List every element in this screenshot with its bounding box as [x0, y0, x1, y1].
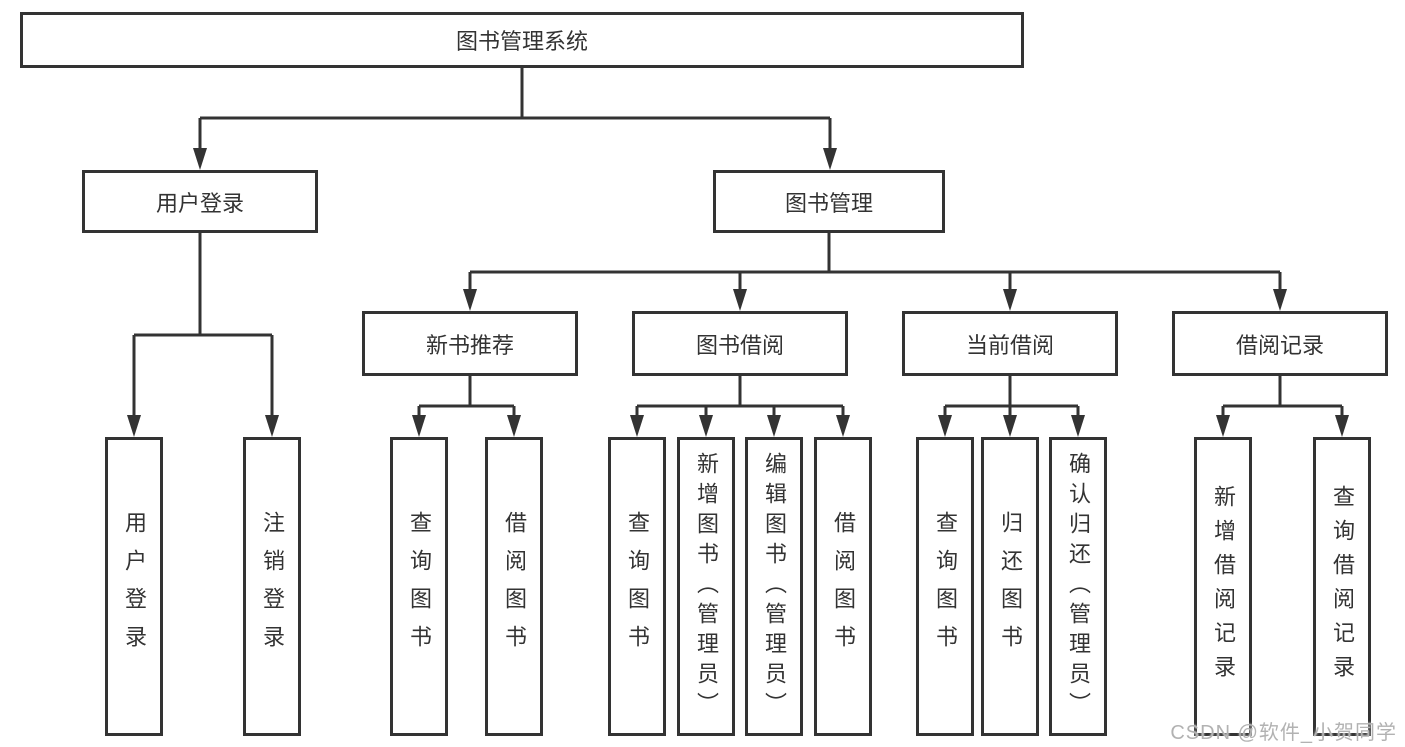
- leaf-br-add-record-label: 新增借阅记录: [1211, 484, 1236, 689]
- leaf-bb-edit-book-admin-label: 编辑图书（管理员）: [762, 451, 787, 722]
- leaf-bb-query-book-label: 查询图书: [625, 510, 650, 663]
- leaf-cb-query-book-label: 查询图书: [933, 510, 958, 663]
- connector-user-login: [132, 233, 274, 417]
- arrowhead: [1003, 289, 1017, 311]
- leaf-cb-return-book-label: 归还图书: [998, 510, 1023, 663]
- leaf-bb-borrow-book: 借阅图书: [814, 437, 872, 736]
- leaf-bb-query-book: 查询图书: [608, 437, 666, 736]
- node-root-label: 图书管理系统: [455, 29, 588, 54]
- leaf-cb-confirm-return-admin-label: 确认归还（管理员）: [1066, 451, 1091, 722]
- node-borrow-record-label: 借阅记录: [1235, 332, 1324, 358]
- arrowhead: [1071, 415, 1085, 437]
- leaf-nb-query-book: 查询图书: [390, 437, 448, 736]
- leaf-cb-query-book: 查询图书: [916, 437, 974, 736]
- connector-borrow-record: [1221, 376, 1344, 417]
- leaf-cb-return-book: 归还图书: [981, 437, 1039, 736]
- node-current-borrow: 当前借阅: [902, 311, 1118, 376]
- arrowhead: [699, 415, 713, 437]
- leaf-cb-confirm-return-admin: 确认归还（管理员）: [1049, 437, 1107, 736]
- node-user-login: 用户登录: [82, 170, 318, 233]
- arrowhead: [463, 289, 477, 311]
- connector-current-borrow: [943, 376, 1080, 417]
- arrowhead: [630, 415, 644, 437]
- leaf-bb-edit-book-admin: 编辑图书（管理员）: [745, 437, 803, 736]
- leaf-br-query-record-label: 查询借阅记录: [1330, 484, 1355, 689]
- node-root: 图书管理系统: [20, 12, 1024, 68]
- leaf-nb-borrow-book: 借阅图书: [485, 437, 543, 736]
- arrowhead: [265, 415, 279, 437]
- leaf-bb-borrow-book-label: 借阅图书: [831, 510, 856, 663]
- node-new-book-label: 新书推荐: [425, 332, 514, 358]
- node-new-book: 新书推荐: [362, 311, 578, 376]
- arrowhead: [767, 415, 781, 437]
- node-borrow-record: 借阅记录: [1172, 311, 1388, 376]
- leaf-nb-borrow-book-label: 借阅图书: [502, 510, 527, 663]
- leaf-user-login-label: 用户登录: [122, 510, 147, 663]
- leaf-br-add-record: 新增借阅记录: [1194, 437, 1252, 736]
- arrowhead: [507, 415, 521, 437]
- leaf-br-query-record: 查询借阅记录: [1313, 437, 1371, 736]
- leaf-logout-label: 注销登录: [260, 510, 285, 663]
- arrowhead: [127, 415, 141, 437]
- leaf-nb-query-book-label: 查询图书: [407, 510, 432, 663]
- arrowhead: [1335, 415, 1349, 437]
- arrowhead: [823, 148, 837, 170]
- arrowhead: [1273, 289, 1287, 311]
- connector-book-mgmt: [468, 233, 1282, 291]
- arrowhead: [193, 148, 207, 170]
- connector-root: [198, 68, 832, 150]
- arrowhead: [836, 415, 850, 437]
- leaf-bb-add-book-admin: 新增图书（管理员）: [677, 437, 735, 736]
- leaf-user-login: 用户登录: [105, 437, 163, 736]
- node-user-login-label: 用户登录: [155, 190, 244, 216]
- node-book-borrow-label: 图书借阅: [695, 332, 784, 358]
- node-book-mgmt: 图书管理: [713, 170, 945, 233]
- arrowhead: [1003, 415, 1017, 437]
- node-current-borrow-label: 当前借阅: [965, 332, 1054, 358]
- arrowhead: [412, 415, 426, 437]
- arrowhead: [938, 415, 952, 437]
- arrowhead: [1216, 415, 1230, 437]
- leaf-logout: 注销登录: [243, 437, 301, 736]
- connector-new-book: [417, 376, 516, 417]
- arrowhead: [733, 289, 747, 311]
- connector-book-borrow: [635, 376, 845, 417]
- leaf-bb-add-book-admin-label: 新增图书（管理员）: [694, 451, 719, 722]
- csdn-watermark: CSDN @软件_小贺同学: [1170, 722, 1397, 744]
- node-book-mgmt-label: 图书管理: [784, 190, 873, 216]
- node-book-borrow: 图书借阅: [632, 311, 848, 376]
